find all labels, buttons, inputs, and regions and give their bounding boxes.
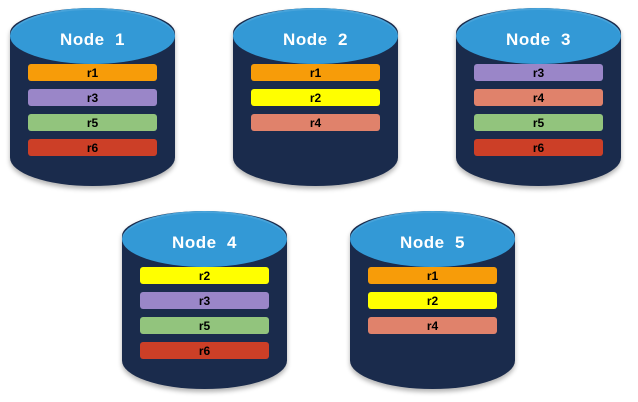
record-bar-r1[interactable]: r1 [251, 64, 380, 81]
node-label: Node 4 [172, 233, 237, 252]
record-bar-r4[interactable]: r4 [474, 89, 603, 106]
record-bar-r5[interactable]: r5 [140, 317, 269, 334]
record-bar-r2[interactable]: r2 [368, 292, 497, 309]
record-bar-r2[interactable]: r2 [140, 267, 269, 284]
record-bar-r2[interactable]: r2 [251, 89, 380, 106]
record-bar-r4[interactable]: r4 [368, 317, 497, 334]
record-bar-r1[interactable]: r1 [28, 64, 157, 81]
record-stack: r3 r4 r5 r6 [456, 64, 621, 156]
record-stack: r2 r3 r5 r6 [122, 267, 287, 359]
record-stack: r1 r2 r4 [233, 64, 398, 131]
record-bar-r5[interactable]: r5 [28, 114, 157, 131]
node-label: Node 3 [506, 30, 571, 49]
cylinder-top-ellipse [350, 211, 515, 267]
database-node-3[interactable]: Node 3 r3 r4 r5 r6 [456, 8, 621, 186]
record-bar-r6[interactable]: r6 [140, 342, 269, 359]
database-node-2[interactable]: Node 2 r1 r2 r4 [233, 8, 398, 186]
record-stack: r1 r2 r4 [350, 267, 515, 334]
cylinder-top-ellipse [233, 8, 398, 64]
cylinder-top-ellipse [456, 8, 621, 64]
record-stack: r1 r3 r5 r6 [10, 64, 175, 156]
record-bar-r3[interactable]: r3 [474, 64, 603, 81]
cylinder-top-ellipse [122, 211, 287, 267]
cylinder-top-ellipse [10, 8, 175, 64]
database-node-1[interactable]: Node 1 r1 r3 r5 r6 [10, 8, 175, 186]
record-bar-r5[interactable]: r5 [474, 114, 603, 131]
node-label: Node 2 [283, 30, 348, 49]
record-bar-r3[interactable]: r3 [28, 89, 157, 106]
record-bar-r6[interactable]: r6 [474, 139, 603, 156]
record-bar-r4[interactable]: r4 [251, 114, 380, 131]
record-bar-r3[interactable]: r3 [140, 292, 269, 309]
record-bar-r1[interactable]: r1 [368, 267, 497, 284]
record-bar-r6[interactable]: r6 [28, 139, 157, 156]
node-label: Node 1 [60, 30, 125, 49]
database-node-5[interactable]: Node 5 r1 r2 r4 [350, 211, 515, 389]
node-label: Node 5 [400, 233, 465, 252]
database-node-4[interactable]: Node 4 r2 r3 r5 r6 [122, 211, 287, 389]
